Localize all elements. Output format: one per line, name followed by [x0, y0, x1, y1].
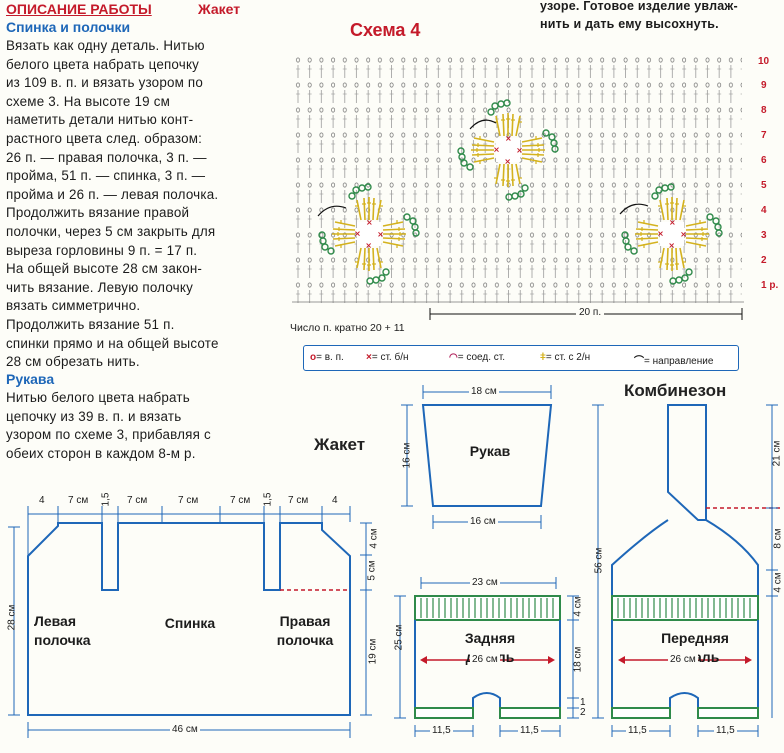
sleeve-outline: [421, 404, 553, 507]
section-back-title: Спинка и полочки: [6, 19, 131, 35]
treble-icon: ǂ: [540, 352, 546, 363]
dim-label: 25 см: [393, 624, 405, 651]
row-number: 6: [761, 155, 767, 166]
dim-label: 7 см: [125, 495, 150, 506]
section-sleeve-title: Рукава: [6, 371, 55, 387]
continuation-text: узоре. Готовое изделие увлаж- нить и дат…: [540, 0, 738, 31]
dim-label: 2: [580, 707, 586, 718]
legend-item: ◠= соед. ст.: [449, 352, 506, 363]
text-header: ОПИСАНИЕ РАБОТЫ Жакет: [6, 1, 268, 18]
dim-label: 1: [580, 697, 586, 708]
row-number: 4: [761, 205, 767, 216]
row-number: 10: [758, 56, 770, 67]
left-front-label: Левая полочка: [34, 613, 91, 648]
dim-label: 11,5: [714, 725, 737, 736]
row-number: 1 р.: [761, 280, 779, 291]
row-number: 9: [761, 80, 767, 91]
direction-arrow: [469, 119, 497, 130]
dim-label: 5 см: [366, 560, 378, 581]
sleeve-label: Рукав: [469, 443, 511, 459]
text-column: ОПИСАНИЕ РАБОТЫ Жакет Спинка и полочки В…: [6, 0, 271, 470]
dim-label: 1,5: [262, 492, 274, 507]
dim-label: 4 см: [772, 572, 784, 593]
dim-label: 4: [330, 495, 340, 506]
front-part-outline: [611, 404, 759, 719]
legend-item: ⌒= направление: [634, 356, 714, 367]
legend-item: o= в. п.: [310, 352, 344, 363]
dim-label: 26 см: [668, 654, 698, 665]
dim-label: 19 см: [367, 638, 379, 665]
chain-icon: o: [310, 352, 317, 363]
dim-label: 18 см: [572, 646, 584, 673]
scheme-title: Схема 4: [350, 20, 421, 40]
arc-icon: ◠: [449, 352, 458, 363]
dim-label: 7 см: [228, 495, 253, 506]
dim-label: 8 см: [772, 528, 784, 549]
legend-item: ×= ст. б/н: [366, 352, 409, 363]
dim-label: 28 см: [6, 604, 18, 631]
dim-label: 56 см: [593, 547, 605, 574]
dim-label: 4 см: [368, 528, 380, 549]
back-part-outline: [414, 595, 561, 719]
dim-label: 7 см: [286, 495, 311, 506]
overall-label: Комбинезон: [624, 381, 727, 400]
cross-icon: ×: [366, 352, 372, 363]
dim-label: 1,5: [100, 492, 112, 507]
scheme-width-label: 20 п.: [576, 307, 605, 318]
legend: o= в. п. ×= ст. б/н ◠= соед. ст. ǂ= ст. …: [303, 345, 739, 371]
back-instructions-2: Продолжить вязание 51 п. спинки прямо и …: [6, 317, 219, 370]
right-front-label: Правая полочка: [276, 613, 334, 648]
dim-label: 46 см: [170, 724, 200, 735]
dim-label: 7 см: [66, 495, 91, 506]
dim-label: 16 см: [468, 516, 498, 527]
jacket-title: Жакет: [198, 1, 241, 17]
dim-label: 26 см: [470, 654, 500, 665]
dim-label: 16 см: [401, 442, 413, 469]
dim-label: 7 см: [176, 495, 201, 506]
legend-item: ǂ= ст. с 2/н: [540, 352, 591, 363]
back-label: Спинка: [164, 615, 216, 631]
dim-label: 11,5: [518, 725, 541, 736]
jacket-label: Жакет: [314, 435, 366, 454]
dim-label: 11,5: [626, 725, 649, 736]
dim-label: 4 см: [572, 596, 584, 617]
dim-label: 4: [37, 495, 47, 506]
direction-icon: ⌒: [634, 356, 644, 367]
row-number: 2: [761, 255, 767, 266]
description-title: ОПИСАНИЕ РАБОТЫ: [6, 1, 152, 17]
dim-label: 21 см: [771, 440, 783, 467]
row-number: 5: [761, 180, 767, 191]
row-number: 3: [761, 230, 767, 241]
dim-label: 18 см: [469, 386, 499, 397]
row-number: 8: [761, 105, 767, 116]
scheme-multiple: Число п. кратно 20 + 11: [290, 322, 405, 334]
jacket-outline: [27, 522, 351, 716]
dim-label: 11,5: [430, 725, 453, 736]
sleeve-instructions: Нитью белого цвета набрать цепочку из 39…: [6, 390, 211, 461]
back-instructions: Вязать как одну деталь. Нитью белого цве…: [6, 38, 219, 314]
dim-label: 23 см: [470, 577, 500, 588]
row-number: 7: [761, 130, 767, 141]
